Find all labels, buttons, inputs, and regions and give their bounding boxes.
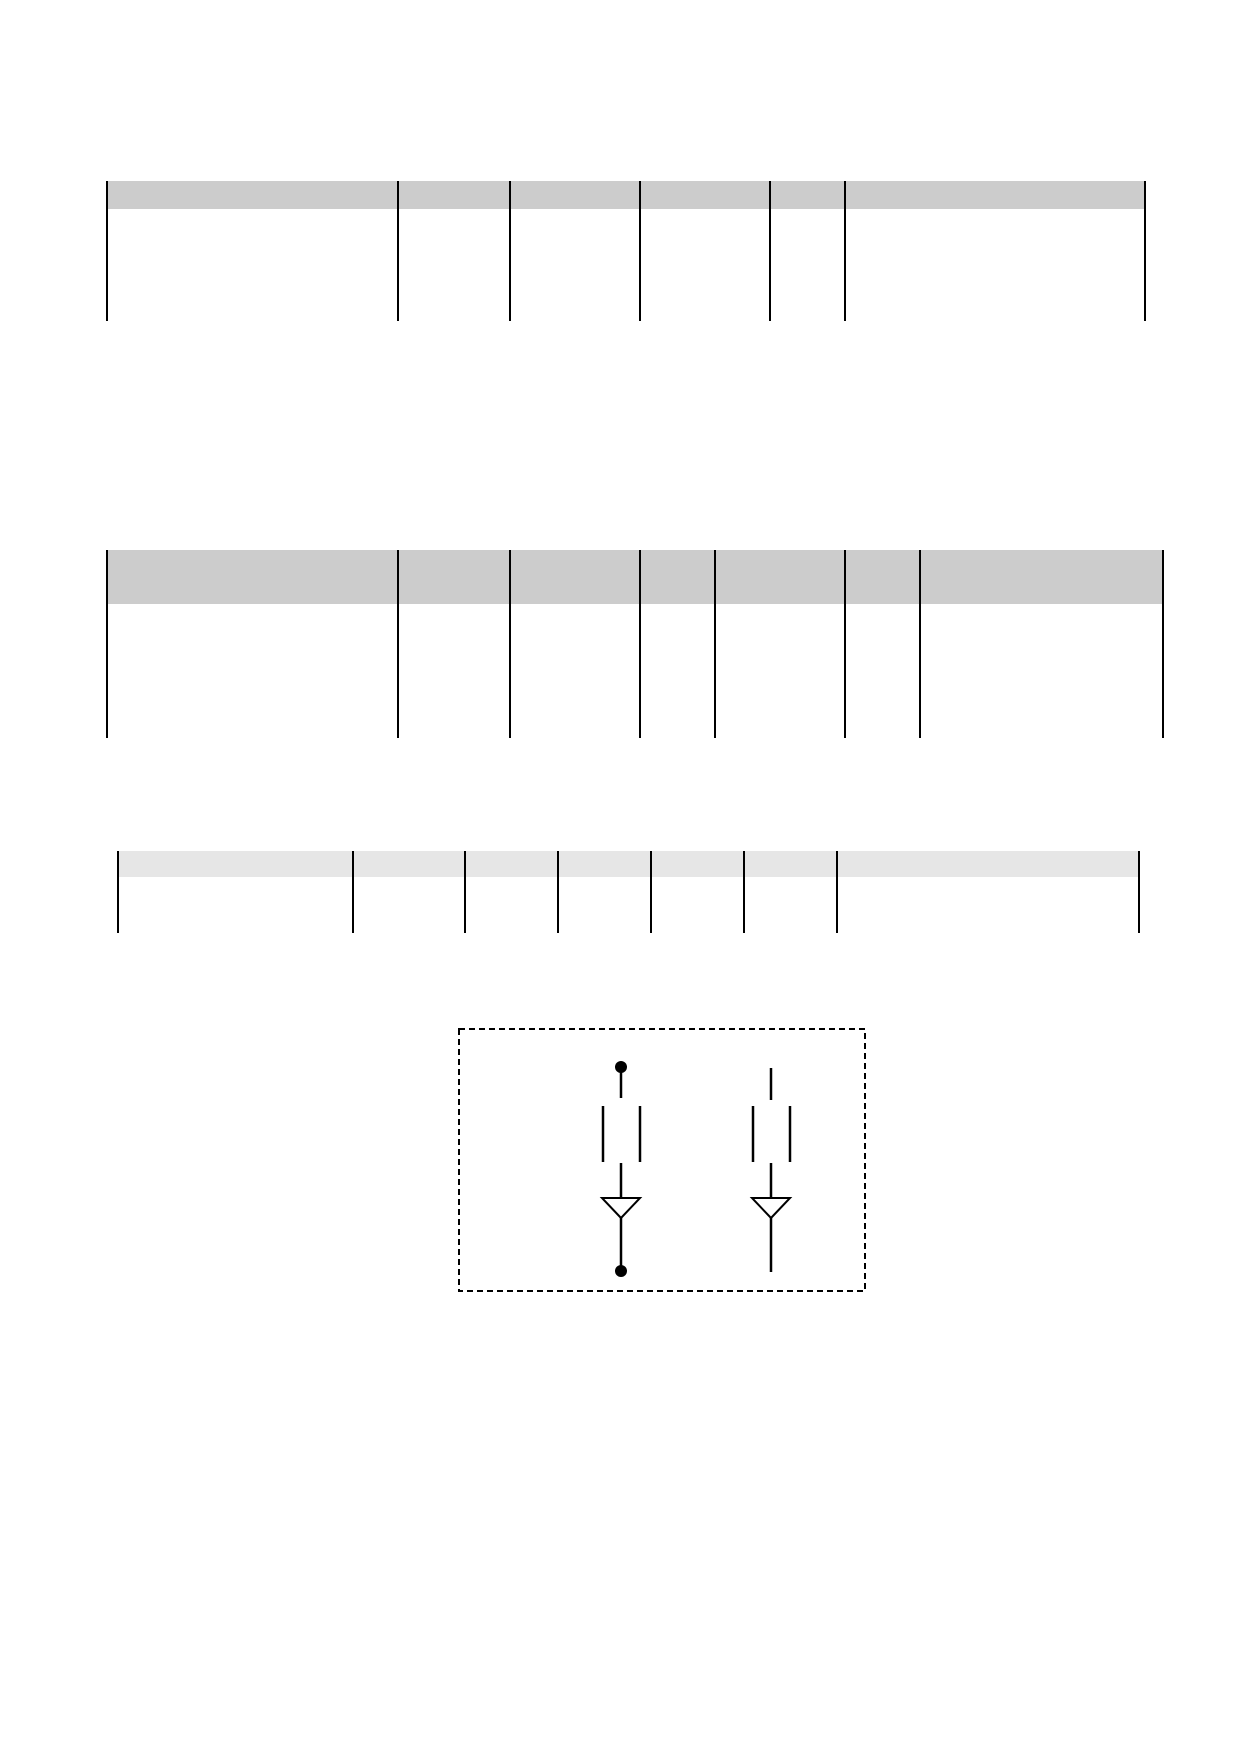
- dashed-border: [458, 1028, 866, 1292]
- table-cell: [397, 604, 511, 738]
- header-cell: [844, 550, 921, 604]
- table-cell: [509, 209, 641, 321]
- table-cell: [650, 877, 745, 933]
- table-header-row: [106, 181, 1146, 209]
- table-cell: [714, 604, 846, 738]
- table-cell: [639, 604, 716, 738]
- contact-diode-symbol-open: [749, 1068, 793, 1272]
- table-3: [117, 851, 1140, 933]
- schematic-diagram: [458, 1028, 866, 1292]
- header-cell: [714, 550, 846, 604]
- header-cell: [844, 181, 1146, 209]
- table-cell: [106, 604, 399, 738]
- header-cell: [650, 851, 745, 877]
- header-cell: [397, 181, 511, 209]
- table-1: [106, 181, 1146, 321]
- table-row: [106, 209, 1146, 321]
- diode-triangle: [749, 1197, 793, 1220]
- table-cell: [844, 209, 1146, 321]
- table-cell: [106, 209, 399, 321]
- table-cell: [639, 209, 771, 321]
- header-cell: [836, 851, 1140, 877]
- contact-diode-symbol-terminated: [599, 1061, 643, 1277]
- header-cell: [106, 550, 399, 604]
- table-cell: [557, 877, 652, 933]
- header-cell: [397, 550, 511, 604]
- table-cell: [397, 209, 511, 321]
- table-cell: [117, 877, 354, 933]
- header-cell: [743, 851, 838, 877]
- header-cell: [919, 550, 1164, 604]
- header-cell: [464, 851, 559, 877]
- header-cell: [106, 181, 399, 209]
- header-cell: [509, 181, 641, 209]
- table-cell: [743, 877, 838, 933]
- table-cell: [769, 209, 846, 321]
- header-cell: [509, 550, 641, 604]
- table-cell: [836, 877, 1140, 933]
- table-cell: [352, 877, 466, 933]
- terminal-dot-bottom: [615, 1265, 627, 1277]
- header-cell: [769, 181, 846, 209]
- table-header-row: [106, 550, 1164, 604]
- header-cell: [639, 550, 716, 604]
- table-cell: [844, 604, 921, 738]
- table-row: [117, 877, 1140, 933]
- header-cell: [639, 181, 771, 209]
- table-cell: [919, 604, 1164, 738]
- diode-triangle: [599, 1197, 643, 1220]
- table-cell: [509, 604, 641, 738]
- table-2: [106, 550, 1164, 738]
- table-row: [106, 604, 1164, 738]
- header-cell: [557, 851, 652, 877]
- header-cell: [117, 851, 354, 877]
- header-cell: [352, 851, 466, 877]
- table-cell: [464, 877, 559, 933]
- table-header-row: [117, 851, 1140, 877]
